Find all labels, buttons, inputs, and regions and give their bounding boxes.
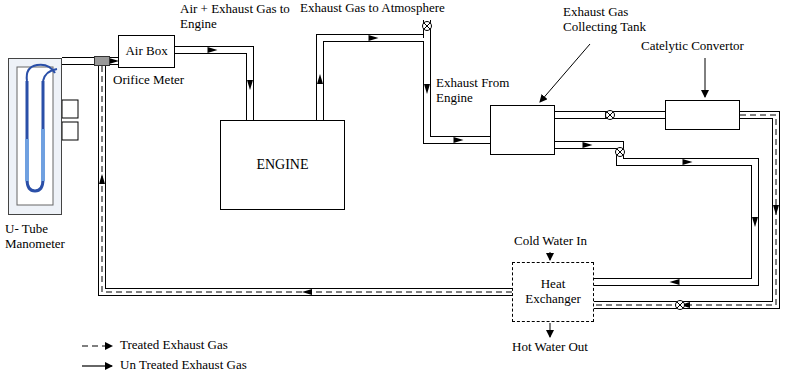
flow-note: Air + Exhaust Gas to Engine bbox=[180, 2, 290, 32]
legend-solid-sample bbox=[82, 365, 112, 366]
component-label: Orifice Meter bbox=[113, 73, 203, 88]
component-box: Catelytic Convertor bbox=[665, 100, 740, 130]
legend-text: Un Treated Exhaust Gas bbox=[120, 358, 247, 373]
pipe-connector bbox=[62, 61, 94, 62]
pipe-connector bbox=[175, 47, 253, 120]
legend-dashed-sample bbox=[82, 345, 112, 346]
component-box: Exhaust Gas Collecting Tank bbox=[490, 105, 555, 155]
leader-arrow bbox=[705, 58, 706, 97]
component-label: Catelytic Convertor bbox=[641, 39, 766, 54]
component-label: Air Box bbox=[121, 42, 171, 61]
water-in-arrow bbox=[550, 252, 551, 260]
legend-text: Treated Exhaust Gas bbox=[120, 338, 228, 353]
component-label: Heat Exchanger bbox=[513, 275, 593, 309]
component-box: Heat Exchanger bbox=[512, 262, 594, 322]
component-label: U- Tube Manometer bbox=[5, 222, 71, 252]
u-tube-illustration bbox=[9, 59, 61, 214]
component-box: Orifice Meter bbox=[94, 56, 110, 66]
manometer-fitting bbox=[62, 100, 78, 118]
component-label: ENGINE bbox=[252, 155, 312, 175]
manometer-fitting bbox=[62, 122, 78, 140]
pipe-connector bbox=[594, 115, 779, 308]
component-box: U- Tube Manometer bbox=[8, 58, 62, 215]
flow-note: Exhaust From Engine bbox=[436, 76, 516, 106]
flow-note: Cold Water In bbox=[514, 234, 624, 249]
water-out-arrow bbox=[550, 323, 551, 337]
flow-note: Exhaust Gas to Atmosphere bbox=[300, 1, 480, 16]
component-box: ENGINE bbox=[220, 120, 345, 210]
flow-note: Hot Water Out bbox=[512, 340, 622, 355]
component-box: Air Box bbox=[118, 35, 175, 68]
component-label: Exhaust Gas Collecting Tank bbox=[563, 5, 659, 35]
leader-arrow bbox=[540, 44, 590, 102]
